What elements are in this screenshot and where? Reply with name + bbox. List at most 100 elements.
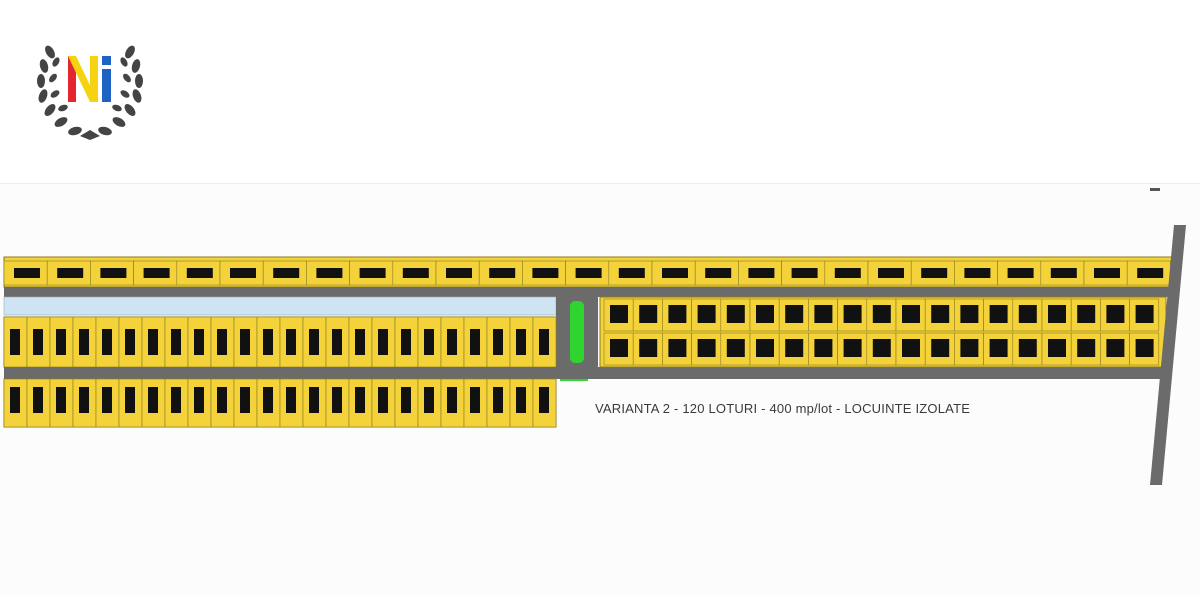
house xyxy=(1007,268,1034,278)
house xyxy=(705,268,732,278)
house xyxy=(1106,305,1125,323)
house xyxy=(1077,305,1096,323)
house xyxy=(697,339,716,357)
house xyxy=(662,268,688,278)
house xyxy=(194,329,204,355)
house xyxy=(1077,339,1096,357)
house xyxy=(470,387,480,413)
house xyxy=(872,339,891,357)
laurel-bow xyxy=(80,130,100,140)
house xyxy=(355,387,365,413)
house xyxy=(171,387,181,413)
house xyxy=(424,387,434,413)
house xyxy=(470,329,480,355)
house xyxy=(1106,339,1125,357)
boundary-mark xyxy=(1150,188,1160,191)
house xyxy=(378,387,388,413)
house xyxy=(639,339,658,357)
house xyxy=(668,305,687,323)
house xyxy=(697,305,716,323)
laurel-right-branch xyxy=(98,45,143,136)
house xyxy=(1135,305,1154,323)
house xyxy=(240,329,250,355)
house xyxy=(33,387,43,413)
house xyxy=(964,268,991,278)
house xyxy=(240,387,250,413)
house xyxy=(532,268,559,278)
house xyxy=(1048,305,1066,323)
house xyxy=(102,329,112,355)
house xyxy=(902,305,920,323)
house xyxy=(902,339,920,357)
house xyxy=(1018,305,1037,323)
house xyxy=(960,305,979,323)
house xyxy=(785,339,804,357)
house xyxy=(148,329,158,355)
house xyxy=(286,329,296,355)
house xyxy=(10,329,20,355)
house xyxy=(273,268,300,278)
house xyxy=(618,268,645,278)
house xyxy=(401,387,411,413)
house xyxy=(100,268,127,278)
house xyxy=(401,329,411,355)
house xyxy=(402,268,429,278)
house xyxy=(316,268,343,278)
house xyxy=(171,329,181,355)
house xyxy=(931,305,950,323)
house xyxy=(989,339,1008,357)
house xyxy=(217,329,227,355)
house xyxy=(447,387,457,413)
house xyxy=(610,305,628,323)
house xyxy=(10,387,20,413)
house xyxy=(539,329,549,355)
house xyxy=(878,268,904,278)
house xyxy=(668,339,687,357)
house xyxy=(217,387,227,413)
house xyxy=(14,268,40,278)
house xyxy=(493,387,503,413)
house xyxy=(1048,339,1066,357)
house xyxy=(1137,268,1164,278)
house xyxy=(1018,339,1037,357)
house xyxy=(309,329,319,355)
house xyxy=(125,329,135,355)
house xyxy=(493,329,503,355)
house xyxy=(834,268,861,278)
house xyxy=(332,329,342,355)
house xyxy=(263,329,273,355)
road-central xyxy=(4,367,1168,379)
laurel-left-branch xyxy=(37,45,82,136)
house xyxy=(56,387,66,413)
house xyxy=(309,387,319,413)
house xyxy=(814,339,833,357)
house xyxy=(424,329,434,355)
house xyxy=(921,268,948,278)
house xyxy=(756,305,774,323)
laurel-wreath-logo xyxy=(37,45,143,140)
house xyxy=(33,329,43,355)
house xyxy=(843,339,862,357)
house xyxy=(286,387,296,413)
house xyxy=(610,339,628,357)
ni-letters xyxy=(68,56,111,102)
green-area xyxy=(570,301,584,363)
house xyxy=(359,268,386,278)
house xyxy=(1135,339,1154,357)
house xyxy=(785,305,804,323)
house xyxy=(79,387,89,413)
site-plan-panel: VARIANTA 2 - 120 LOTURI - 400 mp/lot - L… xyxy=(0,183,1200,596)
house xyxy=(575,268,602,278)
house xyxy=(1094,268,1120,278)
house xyxy=(57,268,84,278)
house xyxy=(125,387,135,413)
site-plan xyxy=(3,188,1186,485)
house xyxy=(263,387,273,413)
house xyxy=(539,387,549,413)
house xyxy=(447,329,457,355)
house xyxy=(56,329,66,355)
house xyxy=(148,387,158,413)
house xyxy=(446,268,472,278)
plan-caption: VARIANTA 2 - 120 LOTURI - 400 mp/lot - L… xyxy=(595,401,971,416)
house xyxy=(726,305,745,323)
